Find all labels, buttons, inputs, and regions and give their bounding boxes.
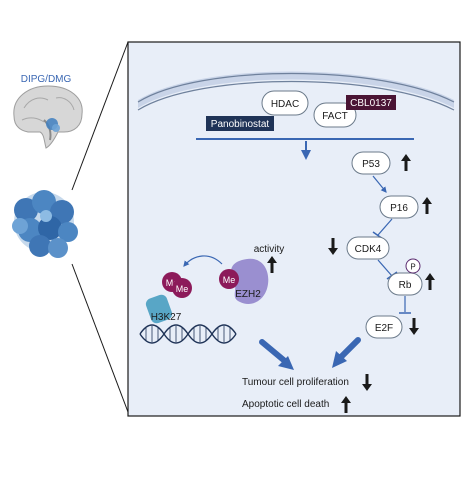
e2f-label: E2F	[375, 323, 393, 334]
fact-node	[313, 102, 357, 128]
cdk4-down-arrow	[328, 238, 338, 255]
ezh2-protein	[231, 258, 269, 304]
p16-label: P16	[390, 203, 408, 214]
fact-label: FACT	[322, 111, 348, 122]
rb-up-arrow	[425, 273, 435, 290]
me-ezh2-circle	[219, 269, 239, 289]
nuclear-envelope	[138, 71, 454, 108]
rb-label: Rb	[399, 280, 412, 291]
cbl0137-label: CBL0137	[350, 98, 392, 109]
brain-icon	[13, 85, 83, 149]
rb-phospho-circle	[405, 258, 421, 274]
cbl0137-badge	[346, 95, 396, 110]
panobinostat-label: Panobinostat	[211, 119, 270, 130]
ezh2-label: EZH2	[235, 289, 261, 300]
h3k27-histone	[145, 294, 173, 324]
converge-arrow-left-head	[278, 356, 294, 370]
me-left-label: Me	[176, 284, 189, 294]
proliferation-down-arrow	[362, 374, 372, 391]
disease-label: DIPG/DMG	[21, 74, 72, 85]
cdk4-label: CDK4	[355, 244, 382, 255]
hdac-node	[261, 90, 309, 116]
p53-node	[351, 151, 391, 175]
tumor-cell-cluster	[12, 190, 78, 258]
p16-inhibits-cdk4	[377, 218, 393, 236]
zoom-line-top	[71, 41, 129, 191]
me-ezh2-label: Me	[223, 275, 236, 285]
rb-phospho-label: P	[410, 263, 415, 272]
cdk4-node	[346, 236, 390, 260]
activity-label: activity	[254, 244, 285, 255]
zoom-line-bottom	[71, 263, 129, 413]
converge-arrow-right-shaft	[337, 337, 361, 361]
dna-helix	[139, 324, 237, 344]
converge-arrow-left-shaft	[259, 339, 289, 365]
me-left-circle	[172, 278, 192, 298]
activity-up-arrow	[267, 256, 277, 273]
p16-up-arrow	[422, 197, 432, 214]
p16-node	[379, 195, 419, 219]
rb-node	[387, 272, 423, 296]
hdac-label: HDAC	[271, 99, 299, 110]
p53-label: P53	[362, 159, 380, 170]
p53-up-arrow	[401, 154, 411, 171]
cdk4-inhibits-rb	[377, 259, 393, 277]
e2f-down-arrow	[409, 318, 419, 335]
apoptosis-label: Apoptotic cell death	[242, 399, 329, 410]
apoptosis-up-arrow	[341, 396, 351, 413]
h3k27-label: H3K27	[151, 312, 182, 323]
p53-to-p16-arrow	[372, 175, 387, 193]
panobinostat-badge	[206, 116, 274, 131]
methyl-transfer-arrow	[183, 255, 223, 267]
e2f-node	[365, 315, 403, 339]
me-back-label: Me	[166, 278, 179, 288]
proliferation-label: Tumour cell proliferation	[242, 377, 349, 388]
converge-arrow-right-head	[332, 351, 347, 368]
